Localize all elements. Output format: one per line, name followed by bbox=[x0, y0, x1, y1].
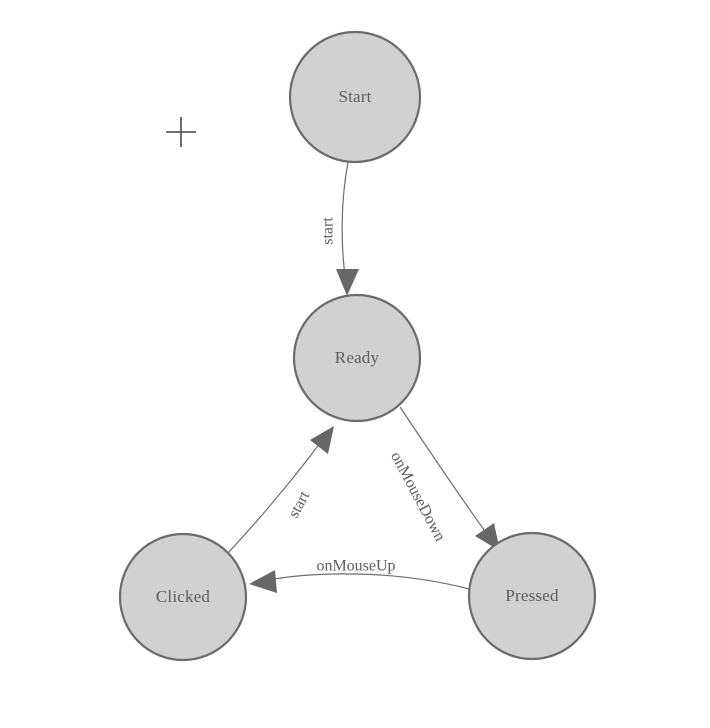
node-ready[interactable]: Ready bbox=[292, 293, 422, 423]
crosshair-cursor-icon bbox=[166, 117, 196, 147]
edge-label-ready-to-pressed: onMouseDown bbox=[387, 449, 448, 544]
edge-pressed-to-clicked[interactable] bbox=[249, 570, 470, 593]
edge-label-start-to-ready: start bbox=[320, 217, 337, 245]
edge-pressed-to-clicked-path bbox=[261, 573, 470, 590]
node-start[interactable]: Start bbox=[288, 30, 422, 164]
edge-ready-to-pressed-arrowhead bbox=[475, 523, 500, 551]
node-ready-label: Ready bbox=[335, 348, 380, 367]
edge-ready-to-pressed[interactable] bbox=[399, 406, 500, 551]
edge-ready-to-pressed-path bbox=[399, 406, 493, 542]
edge-start-to-ready-arrowhead bbox=[336, 269, 359, 296]
node-start-shape[interactable] bbox=[288, 30, 422, 164]
edge-start-to-ready-path bbox=[341, 161, 349, 284]
edge-clicked-to-ready[interactable] bbox=[227, 426, 334, 554]
node-clicked-label: Clicked bbox=[156, 587, 211, 606]
node-pressed[interactable]: Pressed bbox=[467, 531, 597, 661]
node-pressed-shape[interactable] bbox=[467, 531, 597, 661]
node-start-label: Start bbox=[338, 87, 371, 106]
edge-label-clicked-to-ready: start bbox=[285, 488, 313, 521]
node-clicked-shape[interactable] bbox=[118, 532, 248, 662]
edge-start-to-ready[interactable] bbox=[336, 161, 359, 296]
edge-pressed-to-clicked-arrowhead bbox=[249, 570, 277, 593]
node-pressed-label: Pressed bbox=[505, 586, 559, 605]
edge-clicked-to-ready-path bbox=[227, 435, 326, 554]
node-ready-shape[interactable] bbox=[292, 293, 422, 423]
edge-clicked-to-ready-arrowhead bbox=[310, 426, 334, 454]
edge-label-pressed-to-clicked: onMouseUp bbox=[316, 558, 395, 575]
node-clicked[interactable]: Clicked bbox=[118, 532, 248, 662]
